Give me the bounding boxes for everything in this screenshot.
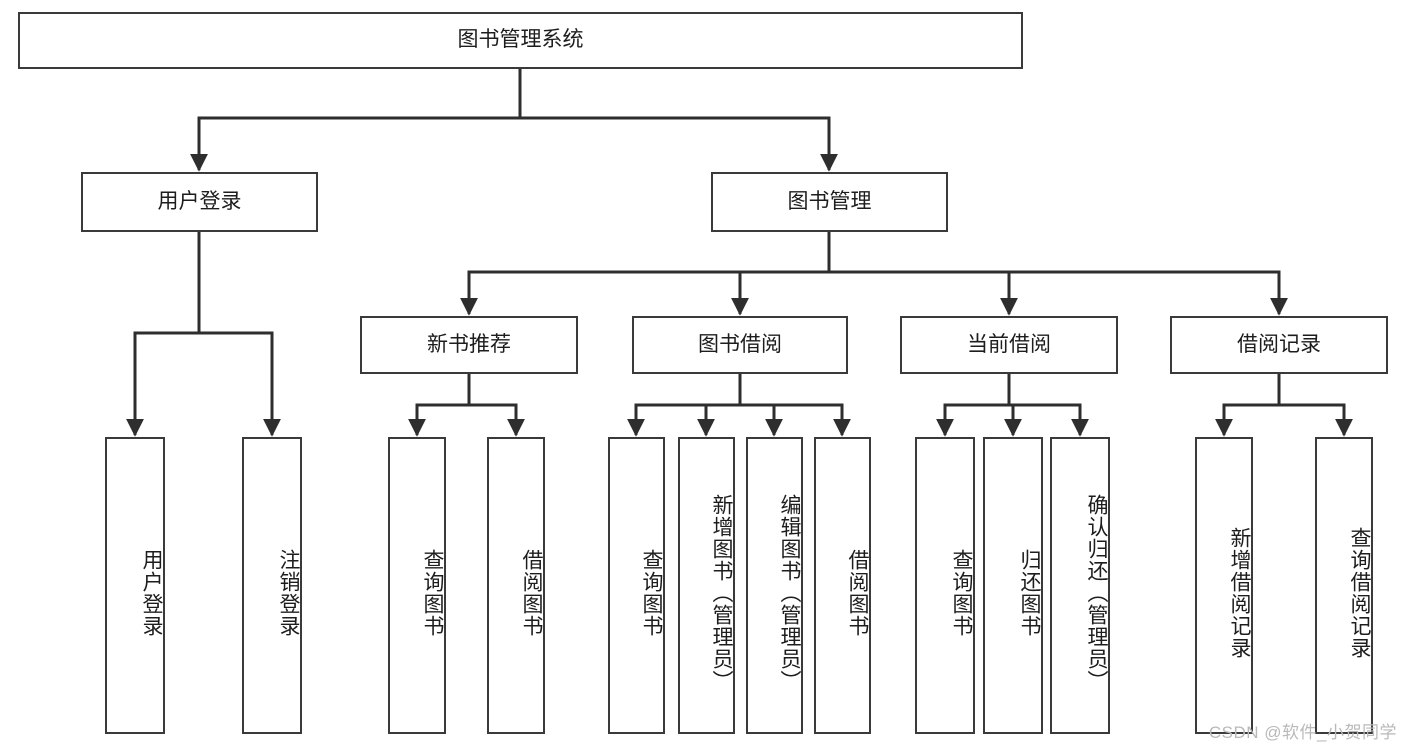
node-query-book-1-label: 查询图书 [421, 548, 444, 637]
node-book-borrow[interactable]: 图书借阅 [632, 316, 848, 374]
node-add-book-admin[interactable]: 新增图书（管理员） [678, 437, 735, 734]
node-edit-book-admin-label: 编辑图书（管理员） [778, 493, 801, 692]
node-book-borrow-label: 图书借阅 [698, 332, 782, 356]
node-return-book[interactable]: 归还图书 [983, 437, 1043, 734]
node-borrow-book-1-label: 借阅图书 [520, 548, 543, 637]
node-user-logout-leaf-label: 注销登录 [277, 548, 300, 637]
node-borrow-records-label: 借阅记录 [1237, 332, 1321, 356]
node-query-book-3[interactable]: 查询图书 [915, 437, 975, 734]
node-add-book-admin-label: 新增图书（管理员） [710, 493, 733, 692]
node-return-book-label: 归还图书 [1018, 548, 1041, 637]
node-book-management[interactable]: 图书管理 [711, 172, 948, 232]
node-borrow-book-1[interactable]: 借阅图书 [487, 437, 545, 734]
csdn-watermark: CSDN @软件_小贺同学 [1208, 723, 1397, 742]
node-new-book-recommend-label: 新书推荐 [427, 332, 511, 356]
node-borrow-book-2[interactable]: 借阅图书 [814, 437, 871, 734]
node-borrow-records[interactable]: 借阅记录 [1170, 316, 1388, 374]
node-query-book-2[interactable]: 查询图书 [608, 437, 665, 734]
node-current-borrow-label: 当前借阅 [967, 332, 1051, 356]
node-user-login-label: 用户登录 [157, 189, 242, 213]
node-book-management-label: 图书管理 [787, 189, 872, 213]
node-confirm-return-admin[interactable]: 确认归还（管理员） [1050, 437, 1110, 734]
node-query-book-3-label: 查询图书 [950, 548, 973, 637]
node-confirm-return-admin-label: 确认归还（管理员） [1085, 493, 1108, 692]
node-query-borrow-record[interactable]: 查询借阅记录 [1315, 437, 1373, 734]
node-user-logout-leaf[interactable]: 注销登录 [242, 437, 302, 734]
node-current-borrow[interactable]: 当前借阅 [900, 316, 1118, 374]
node-edit-book-admin[interactable]: 编辑图书（管理员） [746, 437, 803, 734]
node-root-label: 图书管理系统 [457, 28, 584, 52]
node-query-book-1[interactable]: 查询图书 [388, 437, 446, 734]
node-user-login[interactable]: 用户登录 [81, 172, 318, 232]
node-new-book-recommend[interactable]: 新书推荐 [360, 316, 578, 374]
node-query-book-2-label: 查询图书 [640, 548, 663, 637]
node-user-login-leaf[interactable]: 用户登录 [105, 437, 165, 734]
node-query-borrow-record-label: 查询借阅记录 [1348, 526, 1371, 659]
node-user-login-leaf-label: 用户登录 [140, 548, 163, 637]
node-borrow-book-2-label: 借阅图书 [846, 548, 869, 637]
node-root[interactable]: 图书管理系统 [18, 12, 1023, 69]
node-add-borrow-record[interactable]: 新增借阅记录 [1195, 437, 1253, 734]
node-add-borrow-record-label: 新增借阅记录 [1228, 526, 1251, 659]
